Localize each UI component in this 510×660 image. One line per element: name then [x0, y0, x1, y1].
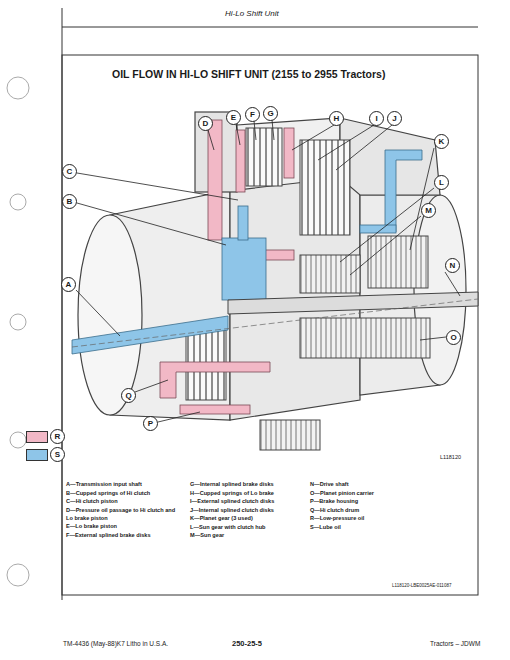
part-list-item: J—Internal splined clutch disks: [190, 506, 302, 514]
part-list-item: Q—Hi clutch drum: [310, 506, 422, 514]
planet-gear: [368, 236, 428, 288]
callout-letter: H: [329, 111, 344, 126]
file-code: L118120-LBE0025AE-011087: [392, 583, 451, 588]
callout-letter: C: [62, 164, 77, 179]
legend-letter: S: [50, 447, 65, 462]
page-number: 250-25-5: [232, 639, 262, 648]
callout-letter: B: [62, 194, 77, 209]
running-header: Hi-Lo Shift Unit: [225, 9, 279, 18]
callout-letter: I: [369, 111, 384, 126]
part-list-item: H—Cupped springs of Lo brake: [190, 489, 302, 497]
footer-text: TM-4436 (May-88)K7 Litho in U.S.A.: [63, 640, 168, 647]
page-title: OIL FLOW IN HI-LO SHIFT UNIT (2155 to 29…: [112, 68, 385, 80]
callout-letter: J: [387, 111, 402, 126]
callout-letter: A: [61, 277, 76, 292]
part-list-item: M—Sun gear: [190, 531, 302, 539]
figure-number: L118120: [440, 454, 461, 460]
part-list-item: K—Planet gear (3 used): [190, 514, 302, 522]
part-list-item: L—Sun gear with clutch hub: [190, 523, 302, 531]
callout-letter: Q: [121, 388, 136, 403]
part-list-item: B—Cupped springs of Hi clutch: [66, 489, 178, 497]
part-list-item: F—External splined brake disks: [66, 531, 178, 539]
leader-lines: [76, 120, 460, 422]
callout-letter: L: [434, 175, 449, 190]
part-list-item: C—Hi clutch piston: [66, 497, 178, 505]
brake-disks: [246, 128, 282, 186]
part-list-item: S—Lube oil: [310, 523, 422, 531]
legend-swatch: [26, 431, 48, 443]
callout-letter: M: [421, 203, 436, 218]
callout-letter: E: [226, 110, 241, 125]
part-list-item: N—Drive shaft: [310, 480, 422, 488]
low-pressure-oil: [160, 120, 294, 414]
callout-letter: N: [445, 258, 460, 273]
clutch-disks: [300, 140, 350, 235]
callout-letter: F: [245, 107, 260, 122]
footer-text: Tractors – JDWM: [430, 640, 480, 647]
legend-swatch: [26, 449, 48, 461]
part-list-item: E—Lo brake piston: [66, 522, 178, 530]
callout-letter: D: [198, 116, 213, 131]
callout-letter: G: [263, 106, 278, 121]
part-list-item: I—External splined clutch disks: [190, 497, 302, 505]
part-list-item: P—Brake housing: [310, 497, 422, 505]
part-list-item: R—Low-pressure oil: [310, 514, 422, 522]
housing: [78, 112, 466, 420]
drive-shaft: [228, 292, 478, 314]
callout-letter: P: [143, 416, 158, 431]
callout-letter: O: [446, 330, 461, 345]
part-list-item: D—Pressure oil passage to Hi clutch and …: [66, 506, 178, 522]
housing-teeth: [260, 420, 320, 450]
binder-holes: [7, 77, 29, 586]
legend-letter: R: [50, 429, 65, 444]
part-list-item: G—Internal splined brake disks: [190, 480, 302, 488]
part-list-item: A—Transmission input shaft: [66, 480, 178, 488]
page-frame: [62, 8, 478, 600]
callout-letter: K: [434, 134, 449, 149]
planet-gears: [300, 318, 430, 358]
part-list-item: O—Planet pinion carrier: [310, 489, 422, 497]
